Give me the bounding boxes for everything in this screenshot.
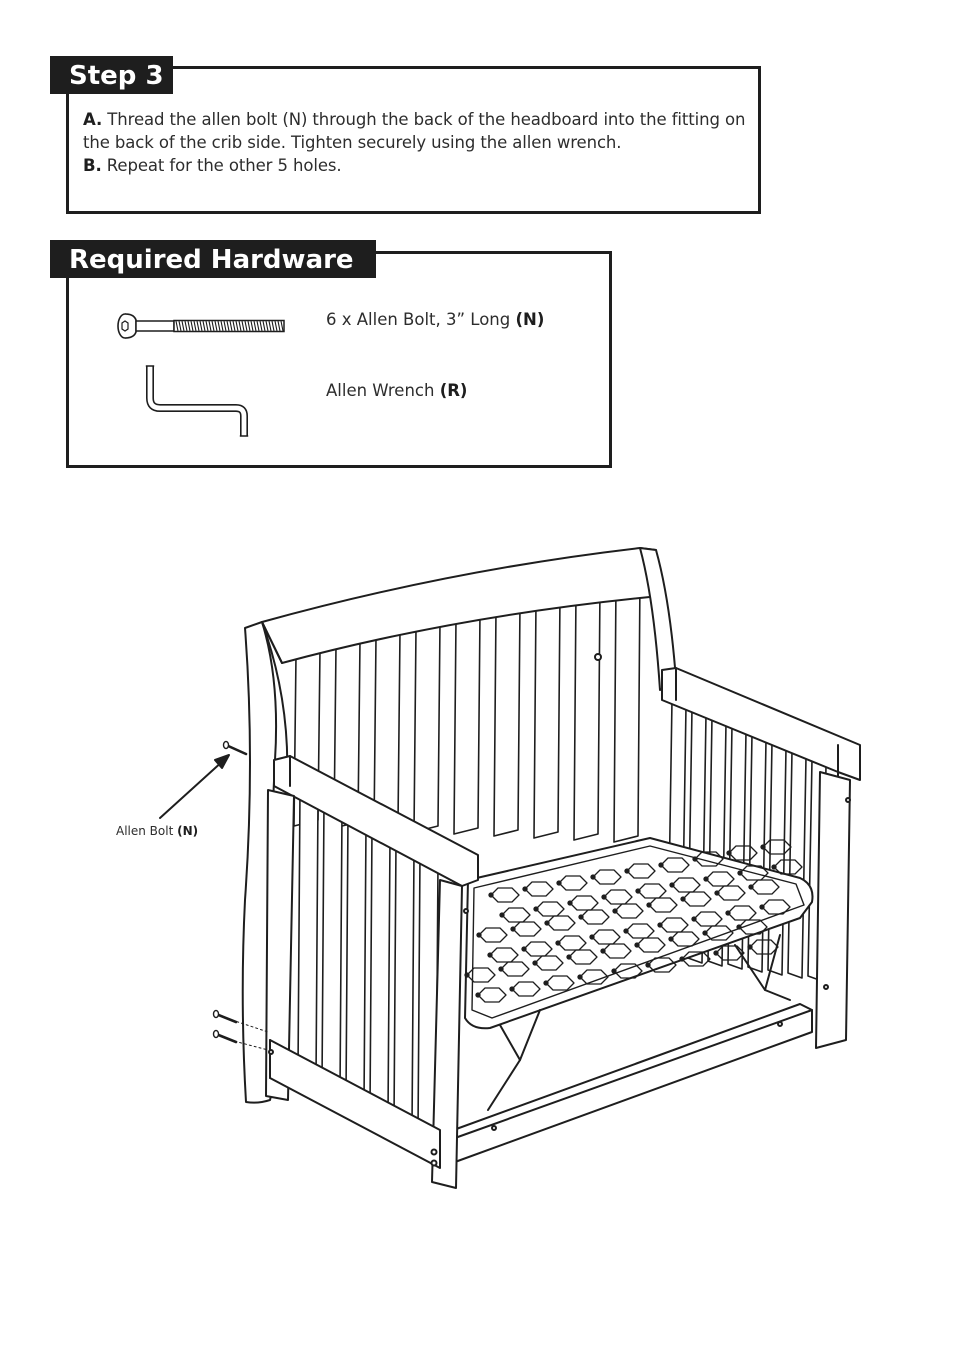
hardware-title: Required Hardware: [50, 240, 376, 278]
hardware-item-bolt-code: (N): [515, 310, 545, 329]
allen-bolt-icon: [117, 313, 285, 339]
hardware-item-wrench-text: Allen Wrench: [326, 381, 440, 400]
instruction-b-marker: B.: [83, 156, 102, 175]
instruction-a-marker: A.: [83, 110, 103, 129]
step-box: [66, 66, 761, 214]
allen-wrench-icon: [145, 365, 249, 437]
callout-allen-bolt-code: (N): [177, 824, 199, 838]
callout-allen-bolt: Allen Bolt (N): [116, 824, 198, 838]
instruction-a: A. Thread the allen bolt (N) through the…: [83, 108, 753, 154]
instruction-b: B. Repeat for the other 5 holes.: [83, 154, 753, 177]
step-instructions: A. Thread the allen bolt (N) through the…: [83, 108, 753, 177]
hardware-item-bolt-text: 6 x Allen Bolt, 3” Long: [326, 310, 516, 329]
hardware-item-wrench: Allen Wrench (R): [326, 381, 467, 400]
hardware-item-bolt: 6 x Allen Bolt, 3” Long (N): [326, 310, 544, 329]
hardware-item-wrench-code: (R): [439, 381, 468, 400]
step-title: Step 3: [50, 56, 173, 94]
instruction-b-text: Repeat for the other 5 holes.: [101, 156, 342, 175]
instruction-a-text: Thread the allen bolt (N) through the ba…: [83, 110, 746, 152]
callout-allen-bolt-text: Allen Bolt: [116, 824, 178, 838]
